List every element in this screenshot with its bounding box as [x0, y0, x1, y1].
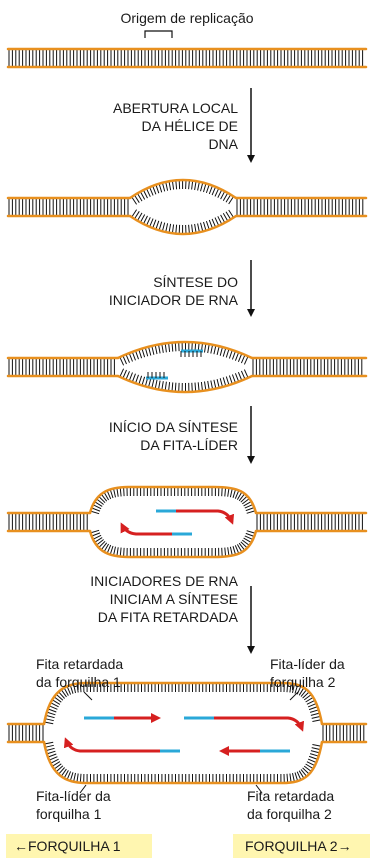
dna-stage-2-bubble [6, 178, 368, 236]
origin-label: Origem de replicação [120, 10, 253, 26]
bubble-base-ticks [119, 341, 249, 366]
svg-text:INICIADOR DE RNA: INICIADOR DE RNA [109, 292, 239, 308]
base-pair-ticks [8, 725, 44, 741]
svg-text:INICIADORES DE RNA: INICIADORES DE RNA [90, 573, 238, 589]
base-pair-ticks [236, 199, 364, 215]
svg-text:DA FITA-LÍDER: DA FITA-LÍDER [140, 437, 238, 453]
svg-text:forquilha 2: forquilha 2 [270, 674, 336, 690]
svg-text:DA FITA RETARDADA: DA FITA RETARDADA [98, 609, 239, 625]
primer-ticks-bottom [147, 372, 165, 378]
primer-ticks-top [180, 351, 202, 357]
svg-text:da forquilha 2: da forquilha 2 [247, 806, 332, 822]
bubble-strand-top [42, 681, 324, 725]
bubble-base-ticks [131, 209, 235, 234]
base-pair-ticks [8, 359, 115, 375]
base-pair-ticks [256, 514, 363, 530]
bubble-strand-bottom [117, 374, 253, 394]
bubble-strand-top [129, 178, 237, 200]
leader-line-top-left [83, 691, 93, 701]
svg-text:da forquilha 1: da forquilha 1 [36, 674, 121, 690]
base-pair-ticks [8, 514, 88, 530]
svg-text:forquilha 1: forquilha 1 [36, 806, 102, 822]
svg-text:Fita retardada: Fita retardada [36, 656, 123, 672]
leader-line-bottom-right [255, 784, 263, 794]
svg-text:Fita-líder da: Fita-líder da [270, 656, 345, 672]
fork-1-text: FORQUILHA 1 [28, 838, 121, 854]
bubble-base-ticks [90, 486, 256, 515]
leading-strand-fork2 [176, 509, 235, 525]
dna-stage-1-duplex [6, 47, 368, 69]
step-1-label: ABERTURA LOCAL DA HÉLICE DE DNA [113, 100, 239, 152]
fork-2-label: FORQUILHA 2→ [233, 834, 370, 858]
label-lagging-fork-1: Fita retardada da forquilha 1 [36, 656, 123, 690]
label-lagging-fork-2: Fita retardada da forquilha 2 [247, 788, 334, 822]
leading-strand-fork2 [214, 716, 305, 732]
base-pair-ticks [8, 50, 364, 66]
bubble-strand-bottom [42, 741, 324, 785]
dna-stage-4-leading [6, 485, 368, 559]
fork-2-text: FORQUILHA 2 [245, 838, 338, 854]
left-arrow-icon: ← [14, 838, 28, 854]
bubble-base-ticks [131, 180, 235, 205]
label-leading-fork-2: Fita-líder da forquilha 2 [270, 656, 345, 690]
base-pair-ticks [252, 359, 363, 375]
leading-strand-fork1 [63, 737, 160, 753]
step-4-label: INICIADORES DE RNA INICIAM A SÍNTESE DA … [90, 573, 238, 625]
bubble-base-ticks [44, 682, 322, 725]
bubble-base-ticks [44, 741, 322, 784]
leader-line-top-right [289, 691, 299, 701]
svg-text:Fita retardada: Fita retardada [247, 788, 334, 804]
base-pair-ticks [8, 199, 129, 215]
leader-line-bottom-left [79, 784, 87, 794]
bubble-strand-bottom [129, 214, 237, 236]
bubble-strand-bottom [88, 530, 258, 559]
svg-text:SÍNTESE DO: SÍNTESE DO [153, 274, 238, 290]
base-pair-ticks [322, 725, 365, 741]
svg-text:ABERTURA LOCAL: ABERTURA LOCAL [113, 100, 238, 116]
bubble-strand-top [88, 485, 258, 514]
svg-text:Fita-líder da: Fita-líder da [36, 788, 111, 804]
bubble-base-ticks [90, 529, 256, 558]
svg-text:DNA: DNA [208, 136, 238, 152]
leading-strand-fork1 [120, 522, 172, 536]
svg-text:INICIAM A SÍNTESE: INICIAM A SÍNTESE [110, 591, 238, 607]
svg-text:INÍCIO DA SÍNTESE: INÍCIO DA SÍNTESE [109, 419, 238, 435]
right-arrow-icon: → [337, 838, 352, 854]
dna-stage-3-primers [6, 340, 368, 394]
bubble-strand-top [117, 340, 253, 360]
bubble-base-ticks [119, 368, 249, 393]
step-2-label: SÍNTESE DO INICIADOR DE RNA [109, 274, 239, 308]
step-3-label: INÍCIO DA SÍNTESE DA FITA-LÍDER [109, 419, 238, 453]
fork-1-label: ←FORQUILHA 1 [6, 834, 152, 858]
svg-text:DA HÉLICE DE: DA HÉLICE DE [142, 118, 238, 134]
label-leading-fork-1: Fita-líder da forquilha 1 [36, 788, 111, 822]
dna-stage-5-lagging [6, 681, 368, 794]
origin-bracket [144, 30, 173, 38]
